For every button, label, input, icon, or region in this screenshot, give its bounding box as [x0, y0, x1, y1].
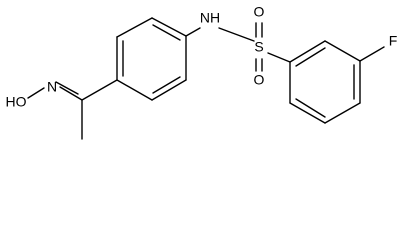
- structure-canvas: N HO NH S O O F: [6, 4, 398, 140]
- bond-inner: [295, 98, 326, 118]
- sulfonamide-group: NH S O O: [185, 4, 291, 88]
- hydroxy-label: HO: [6, 94, 27, 110]
- bond-n-o: [27, 87, 45, 99]
- oxime-group: N HO: [6, 79, 118, 140]
- bond-c-n: [185, 27, 201, 37]
- sulfonyl-o-top-label: O: [254, 4, 265, 20]
- sulfonyl-o-bottom-label: O: [254, 72, 265, 88]
- bond-s-c: [267, 52, 291, 63]
- bond: [324, 40, 361, 62]
- chemical-structure-diagram: N HO NH S O O F: [6, 4, 398, 140]
- fluorine-label: F: [389, 33, 398, 49]
- bond: [116, 79, 153, 101]
- bond-n-s: [218, 27, 255, 42]
- aryl-ring-right: F: [289, 33, 398, 124]
- bond-inner: [152, 76, 181, 94]
- bond: [116, 17, 153, 38]
- aryl-ring-left: [116, 17, 187, 101]
- bond-inner: [152, 24, 181, 41]
- oxime-n-label: N: [47, 79, 57, 95]
- amide-nh-label: NH: [200, 10, 220, 26]
- bond: [324, 102, 361, 124]
- bond-c-n-double: [55, 81, 79, 95]
- bond: [81, 79, 118, 101]
- bond: [151, 17, 187, 37]
- sulfur-label: S: [254, 39, 263, 55]
- bond: [289, 102, 326, 124]
- bond-c-f: [359, 46, 385, 62]
- bond: [151, 79, 187, 101]
- bond-c-n: [59, 86, 83, 101]
- bond-inner: [295, 47, 326, 67]
- bond: [289, 40, 326, 63]
